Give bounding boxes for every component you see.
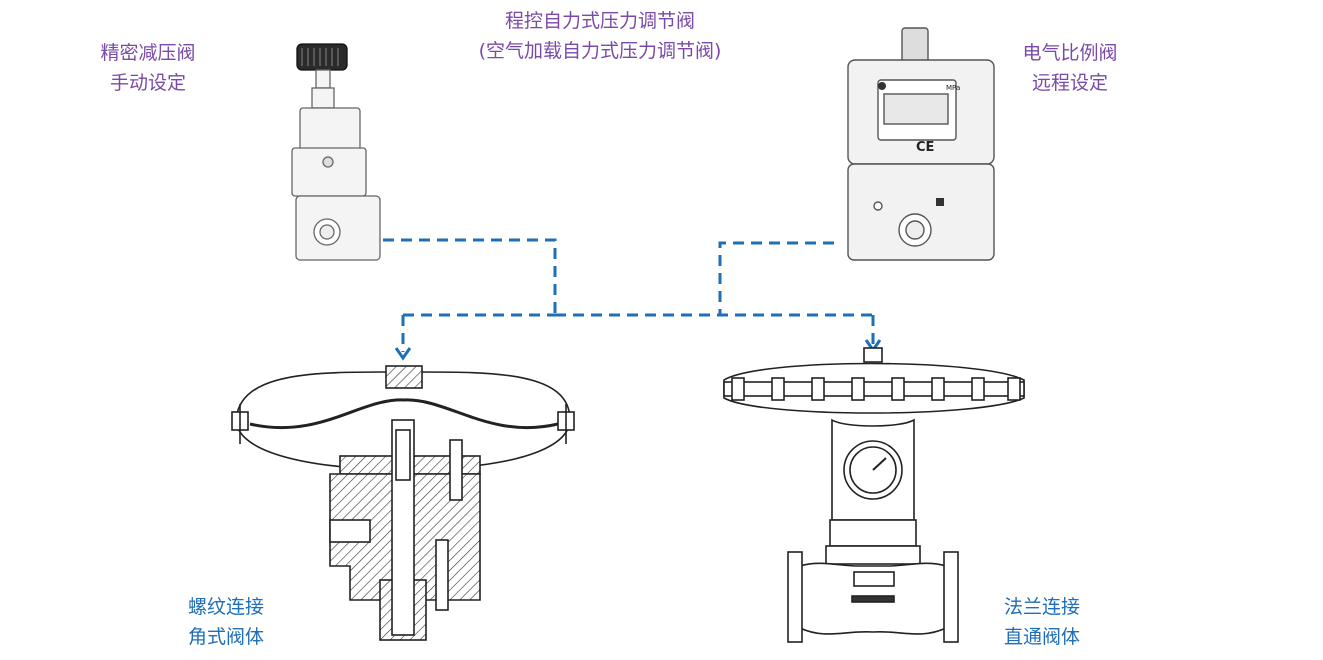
electro-valve-subtitle: 远程设定 (1031, 72, 1108, 94)
manual-to-bus-line (383, 238, 557, 315)
threaded-body-subtitle: 角式阀体 (187, 626, 264, 648)
flanged-body-subtitle: 直通阀体 (1003, 626, 1080, 648)
precision-regulator-illustration (291, 43, 381, 261)
center-title-label: 程控自力式压力调节阀 (空气加载自力式压力调节阀) (430, 6, 770, 66)
electro-valve-title: 电气比例阀 (1022, 42, 1118, 64)
center-subtitle: (空气加载自力式压力调节阀) (478, 40, 722, 62)
electro-proportional-valve-illustration (847, 27, 995, 261)
electro-valve-label: 电气比例阀 远程设定 (1010, 38, 1130, 98)
arrow-to-threaded-valve-icon (394, 347, 412, 361)
threaded-body-label: 螺纹连接 角式阀体 (166, 592, 286, 652)
center-title: 程控自力式压力调节阀 (504, 10, 695, 32)
flanged-globe-valve-illustration (723, 347, 1025, 643)
flanged-body-title: 法兰连接 (1003, 596, 1080, 618)
connection-lines (383, 238, 875, 352)
flanged-body-label: 法兰连接 直通阀体 (982, 592, 1102, 652)
manual-regulator-label: 精密减压阀 手动设定 (88, 38, 208, 98)
ce-mark-text: CE (916, 140, 934, 155)
manual-regulator-title: 精密减压阀 (100, 42, 196, 64)
threaded-body-title: 螺纹连接 (187, 596, 264, 618)
electro-to-bus-line (718, 241, 834, 315)
display-unit-text: MPa (946, 84, 960, 92)
manual-regulator-subtitle: 手动设定 (109, 72, 186, 94)
threaded-angle-valve-illustration (231, 365, 575, 641)
